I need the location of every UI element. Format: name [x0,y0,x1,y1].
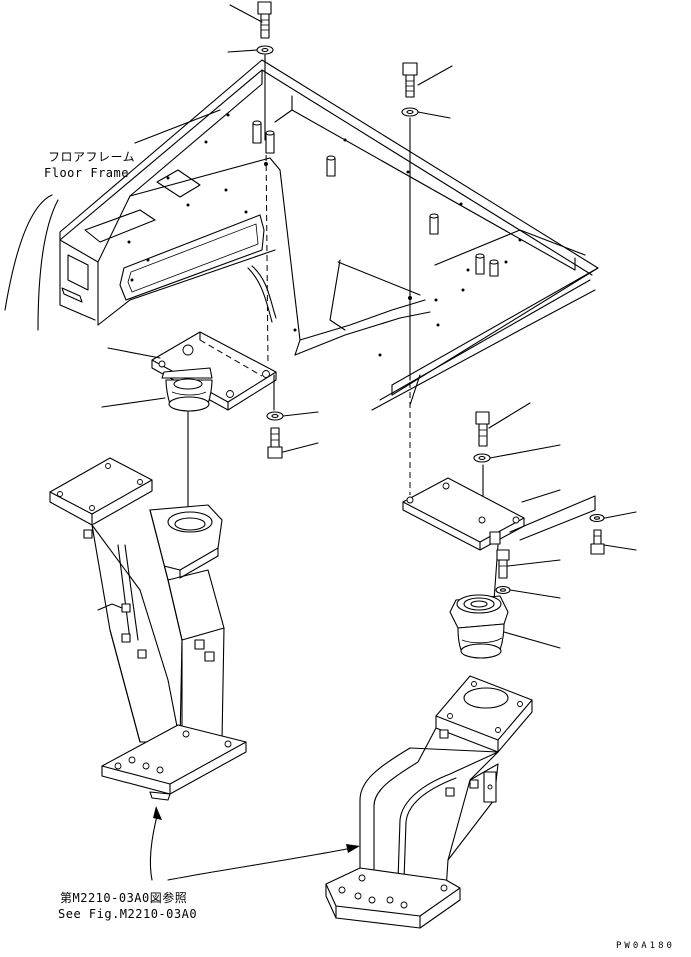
washer-left-lower [266,411,284,421]
bolt-right-small [496,549,510,579]
bolt-left-lower [267,427,283,459]
washer-right-small [495,585,511,595]
assembly-center-lines [187,54,499,601]
left-cushion-mount [161,367,213,412]
left-frame-stand [49,457,247,801]
left-mount-bracket [151,331,277,411]
floor-frame [4,59,599,411]
washer-top-right [401,107,419,117]
leader-lines [101,4,637,881]
drawing-code: PW0A180 [616,941,675,951]
floor-frame-label-jp: フロアフレーム [48,150,135,164]
reference-label-jp: 第M2210-03A0図参照 [60,890,187,905]
bolt-right-mid [475,411,490,447]
washer-far-right [589,513,605,523]
bolt-top-left [257,1,272,39]
washer-right-mid [473,453,491,463]
bolt-far-right [590,529,605,555]
reference-label-en: See Fig.M2210-03A0 [58,907,197,921]
right-cushion-mount [449,594,509,659]
washer-top-left [256,45,274,55]
bolt-top-right [402,62,418,98]
right-mount-bracket [402,477,596,551]
floor-frame-label-en: Floor Frame [44,166,129,180]
right-frame-stand [325,675,533,929]
